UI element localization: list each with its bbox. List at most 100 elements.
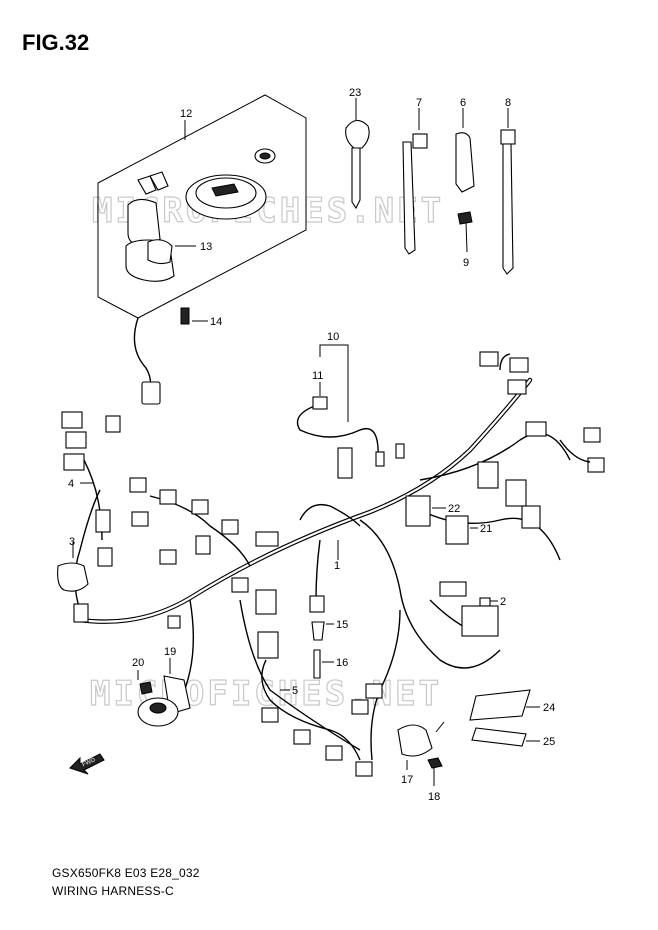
wire-r-b [499,353,511,371]
clamp-7-strap [402,141,416,255]
switch-15-group [309,595,334,679]
lock-set-box [97,94,307,319]
leader-9 [465,221,468,253]
bolt-14 [180,307,190,325]
labels-group [469,689,540,747]
fuel-cap-lock [211,183,239,197]
relays-group [405,495,541,545]
screw-9-head [457,211,473,225]
clamp-8-tie [502,143,514,275]
footer-code: GSX650FK8 E03 E28_032 [52,866,200,880]
callout-8: 8 [505,97,511,109]
conn-l13 [167,615,181,629]
sub-harness-10-group [296,344,405,479]
footer-name: WIRING HARNESS-C [52,884,174,898]
ignition-connector [141,381,161,405]
callout-9: 9 [463,257,469,269]
seat-lock-keyhole [259,152,271,160]
fuse-group [439,581,499,637]
conn-l12 [73,603,89,623]
figure-title: FIG.32 [22,30,90,55]
branch-15 [315,539,321,601]
conn-l3 [191,499,209,515]
wire-5 [261,659,361,761]
conn-l5 [131,511,149,527]
sub-connector-10 [337,447,353,479]
branch-4 [74,489,101,611]
conn-l10 [255,589,277,615]
sub-harness-5-group [257,631,383,777]
conn-5f [365,683,383,699]
callout-24: 24 [543,702,555,714]
conn-l9 [231,577,249,593]
leader-10 [319,344,349,422]
relay-22 [405,495,431,527]
lock-set-group [97,94,307,405]
callout-3: 3 [69,536,75,548]
callout-4: 4 [68,478,74,490]
callout-14: 14 [210,316,222,328]
sensor-3 [57,562,89,592]
conn-4e [95,509,111,533]
sensor-17 [397,724,433,757]
conn-l7 [195,535,211,555]
callout-5: 5 [292,685,298,697]
conn-5c [325,745,343,761]
clamps-group [402,108,516,275]
fwd-arrow-icon [69,753,105,775]
label-25 [471,727,527,747]
key-small-b [149,171,169,191]
fuse-2 [479,597,491,607]
key-blade [351,147,361,210]
conn-5b [293,729,311,745]
callout-6: 6 [460,97,466,109]
main-harness-trunk-fill [78,378,532,623]
conn-l1 [129,477,147,493]
wire-r-a [559,439,591,463]
fwd-text: FWD [82,757,98,768]
sub-connector-10b [375,451,385,467]
callout-17: 17 [401,774,413,786]
fuse-box [461,605,499,637]
conn-r3 [507,379,527,395]
callout-13: 13 [200,241,212,253]
main-harness-group [74,377,571,761]
callout-18: 18 [428,791,440,803]
callout-11: 11 [312,370,323,382]
conn-r8 [505,479,527,507]
callout-16: 16 [336,657,348,669]
conn-5d [355,761,373,777]
callout-23: 23 [349,87,361,99]
sub-connector-10c [395,443,405,459]
horn-group [137,658,191,727]
label-24 [469,689,531,721]
clamp-7-head [412,133,428,149]
sensor-17-group [397,721,445,786]
conn-l6 [255,531,279,547]
right-connectors-group [477,351,605,507]
conn-r1 [479,351,499,367]
switch-15 [311,621,325,641]
conn-4d [105,415,121,433]
callout-22: 22 [448,503,460,515]
conn-l2 [159,489,177,505]
clamp-8-head [500,129,516,145]
callouts: 12 13 14 23 7 6 8 9 10 11 4 3 1 22 21 2 … [68,87,555,803]
key-small-a [137,175,157,195]
conn-r2 [509,357,529,373]
branch-upper [299,503,361,527]
conn-r5 [583,427,601,443]
conn-5e [351,699,369,715]
branch-5 [239,599,361,751]
conn-5a [261,707,279,723]
conn-21-right [521,505,541,529]
sensor-3-group [57,542,89,592]
sub-harness-4-group [61,411,121,541]
callout-7: 7 [416,97,422,109]
conn-5-main [257,631,279,659]
relay-21 [445,515,469,545]
bolt-18 [427,757,443,769]
conn-r4 [525,421,547,437]
